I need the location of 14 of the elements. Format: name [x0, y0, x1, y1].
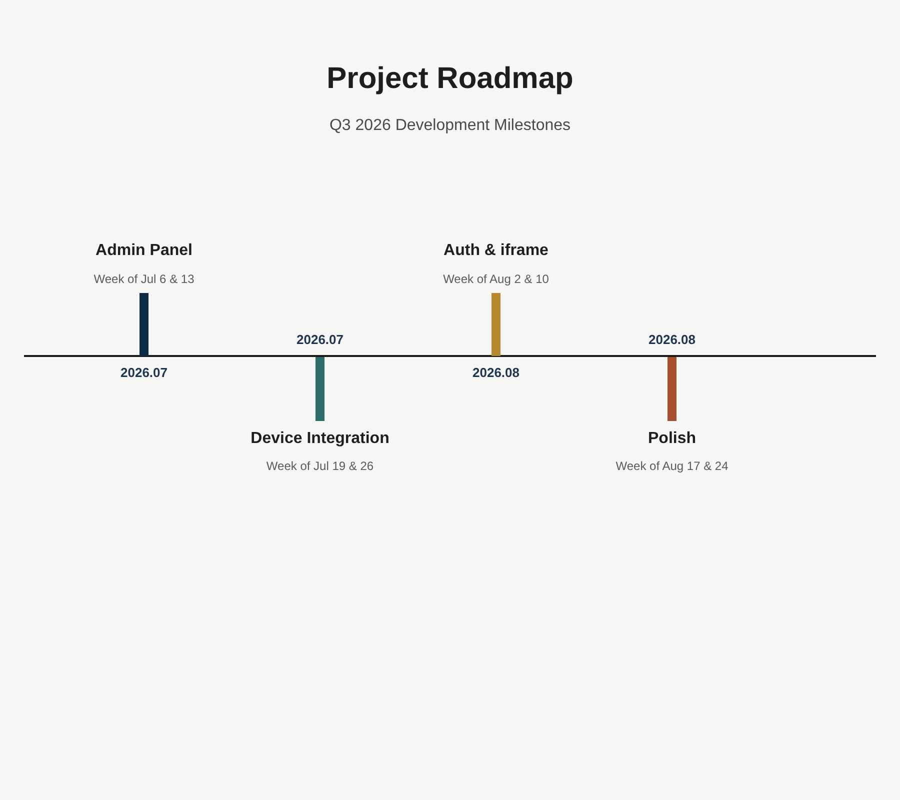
date-range-text: Week of Jul 19 & 26 [266, 458, 374, 474]
subtitle: Q3 2026 Development Milestones [329, 116, 571, 136]
date-label: 2026.07 [296, 332, 344, 348]
date-label: 2026.08 [472, 365, 520, 381]
date-range-text: Week of Jul 6 & 13 [94, 271, 194, 287]
milestone-title: Device Integration [250, 429, 390, 449]
date-range-text: Week of Aug 17 & 24 [616, 458, 728, 474]
date-label: 2026.07 [120, 365, 168, 381]
milestone-title: Auth & iframe [444, 241, 548, 261]
page-title: Project Roadmap [326, 61, 574, 97]
milestone-title: Polish [648, 429, 696, 449]
date-label: 2026.08 [648, 332, 696, 348]
milestone-title: Admin Panel [96, 241, 192, 261]
date-range-text: Week of Aug 2 & 10 [443, 271, 549, 287]
